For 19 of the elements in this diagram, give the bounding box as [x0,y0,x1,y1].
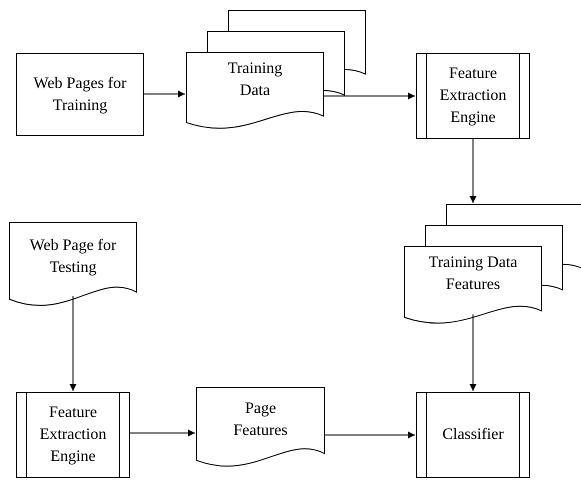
arrow [144,90,186,98]
arrow [130,430,196,436]
node-label: Page Features [232,399,289,442]
arrow [324,92,416,100]
node-label: Feature Extraction Engine [438,64,508,128]
arrow [70,296,76,392]
predefined-process-box [16,392,130,478]
node-label: Web Pages for Training [32,74,128,116]
node-label: Classifier [442,425,504,445]
node-label: Training Data Features [428,253,518,296]
node-label: Training Data [226,58,284,101]
node-label: Web Page for Testing [28,236,118,278]
arrow [470,138,476,204]
arrow [470,314,476,392]
node-label: Feature Extraction Engine [38,403,108,467]
predefined-process-box [416,392,530,478]
predefined-process-box [416,53,530,139]
process-box [16,53,144,136]
arrow [324,432,416,438]
